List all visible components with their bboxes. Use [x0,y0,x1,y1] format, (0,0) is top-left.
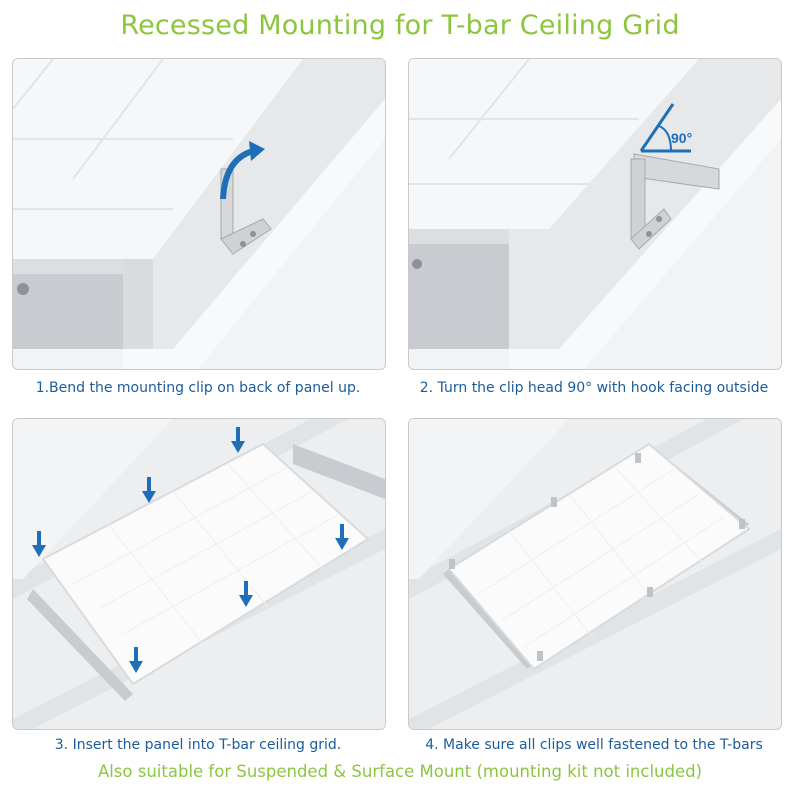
step-2-caption: 2. Turn the clip head 90° with hook faci… [419,380,769,396]
step-4-caption: 4. Make sure all clips well fastened to … [425,737,763,753]
step-1-image [12,58,386,370]
step-3-caption: 3. Insert the panel into T-bar ceiling g… [54,737,342,753]
step-2-image: 90° [408,58,782,370]
page-title: Recessed Mounting for T-bar Ceiling Grid [120,10,680,41]
step-3-image [12,418,386,730]
step-4-image [408,418,782,730]
footer-note: Also suitable for Suspended & Surface Mo… [97,762,703,781]
step-1-caption: 1.Bend the mounting clip on back of pane… [35,380,361,396]
angle-label: 90° [671,130,692,146]
